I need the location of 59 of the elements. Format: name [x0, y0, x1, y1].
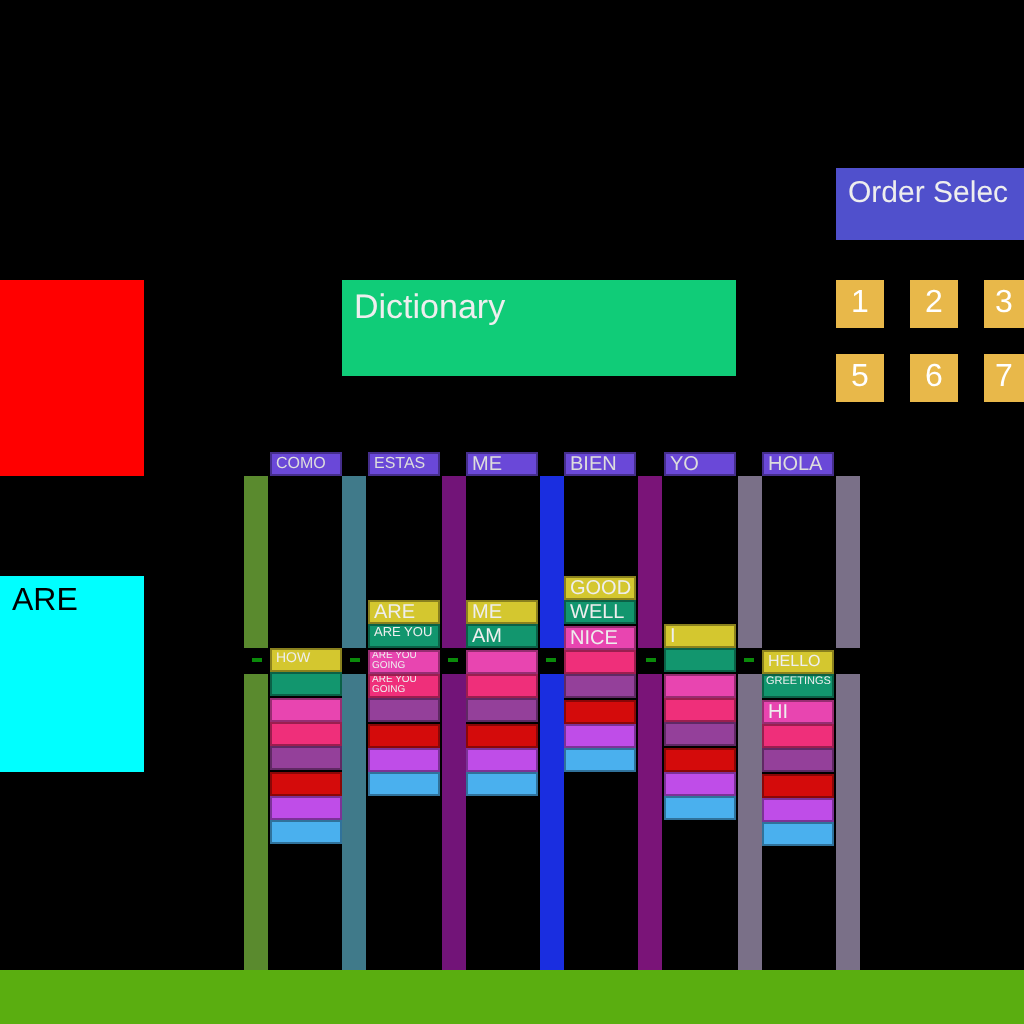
- number-button: 2: [910, 280, 958, 328]
- empty-tile: [762, 822, 834, 847]
- empty-tile: [466, 723, 538, 747]
- empty-tile: [270, 746, 342, 771]
- panel: [0, 280, 144, 476]
- number-button: 3: [984, 280, 1024, 328]
- empty-tile: [270, 697, 342, 722]
- empty-tile: [368, 698, 440, 723]
- empty-tile: [270, 771, 342, 795]
- word-tile: ARE: [368, 600, 440, 624]
- title-bar: Order Selec: [836, 168, 1024, 240]
- empty-tile: [466, 649, 538, 674]
- column-header: COMO: [270, 452, 342, 476]
- empty-tile: [564, 699, 636, 723]
- word-tile: NICE: [564, 625, 636, 650]
- empty-tile: [664, 747, 736, 771]
- column-header: ME: [466, 452, 538, 476]
- word-tile: I: [664, 624, 736, 648]
- empty-tile: [368, 747, 440, 772]
- empty-tile: [664, 722, 736, 747]
- empty-tile: [270, 820, 342, 845]
- word-tile: ME: [466, 600, 538, 624]
- word-tile: HELLO: [762, 650, 834, 674]
- empty-tile: [762, 748, 834, 773]
- empty-tile: [466, 772, 538, 797]
- column-header: YO: [664, 452, 736, 476]
- empty-tile: [466, 698, 538, 723]
- empty-tile: [664, 796, 736, 821]
- column-header: HOLA: [762, 452, 834, 476]
- empty-tile: [368, 772, 440, 797]
- empty-tile: [270, 721, 342, 746]
- answer-panel: ARE: [0, 576, 144, 772]
- number-button: 7: [984, 354, 1024, 402]
- empty-tile: [270, 672, 342, 697]
- empty-tile: [564, 748, 636, 773]
- empty-tile: [762, 797, 834, 822]
- number-button: 5: [836, 354, 884, 402]
- empty-tile: [762, 773, 834, 797]
- column-header: BIEN: [564, 452, 636, 476]
- word-tile: GOOD: [564, 576, 636, 600]
- empty-tile: [466, 747, 538, 772]
- empty-tile: [466, 673, 538, 698]
- word-tile: HI: [762, 699, 834, 724]
- empty-tile: [270, 795, 342, 820]
- empty-tile: [664, 771, 736, 796]
- word-tile: WELL: [564, 600, 636, 625]
- empty-tile: [664, 697, 736, 722]
- dictionary-panel: Dictionary: [342, 280, 736, 376]
- number-button: 6: [910, 354, 958, 402]
- empty-tile: [664, 648, 736, 673]
- empty-tile: [564, 723, 636, 748]
- number-button: 1: [836, 280, 884, 328]
- empty-tile: [664, 673, 736, 698]
- empty-tile: [564, 649, 636, 674]
- word-tile: AM: [466, 624, 538, 649]
- column-header: ESTAS: [368, 452, 440, 476]
- empty-tile: [368, 723, 440, 747]
- empty-tile: [564, 674, 636, 699]
- empty-tile: [762, 723, 834, 748]
